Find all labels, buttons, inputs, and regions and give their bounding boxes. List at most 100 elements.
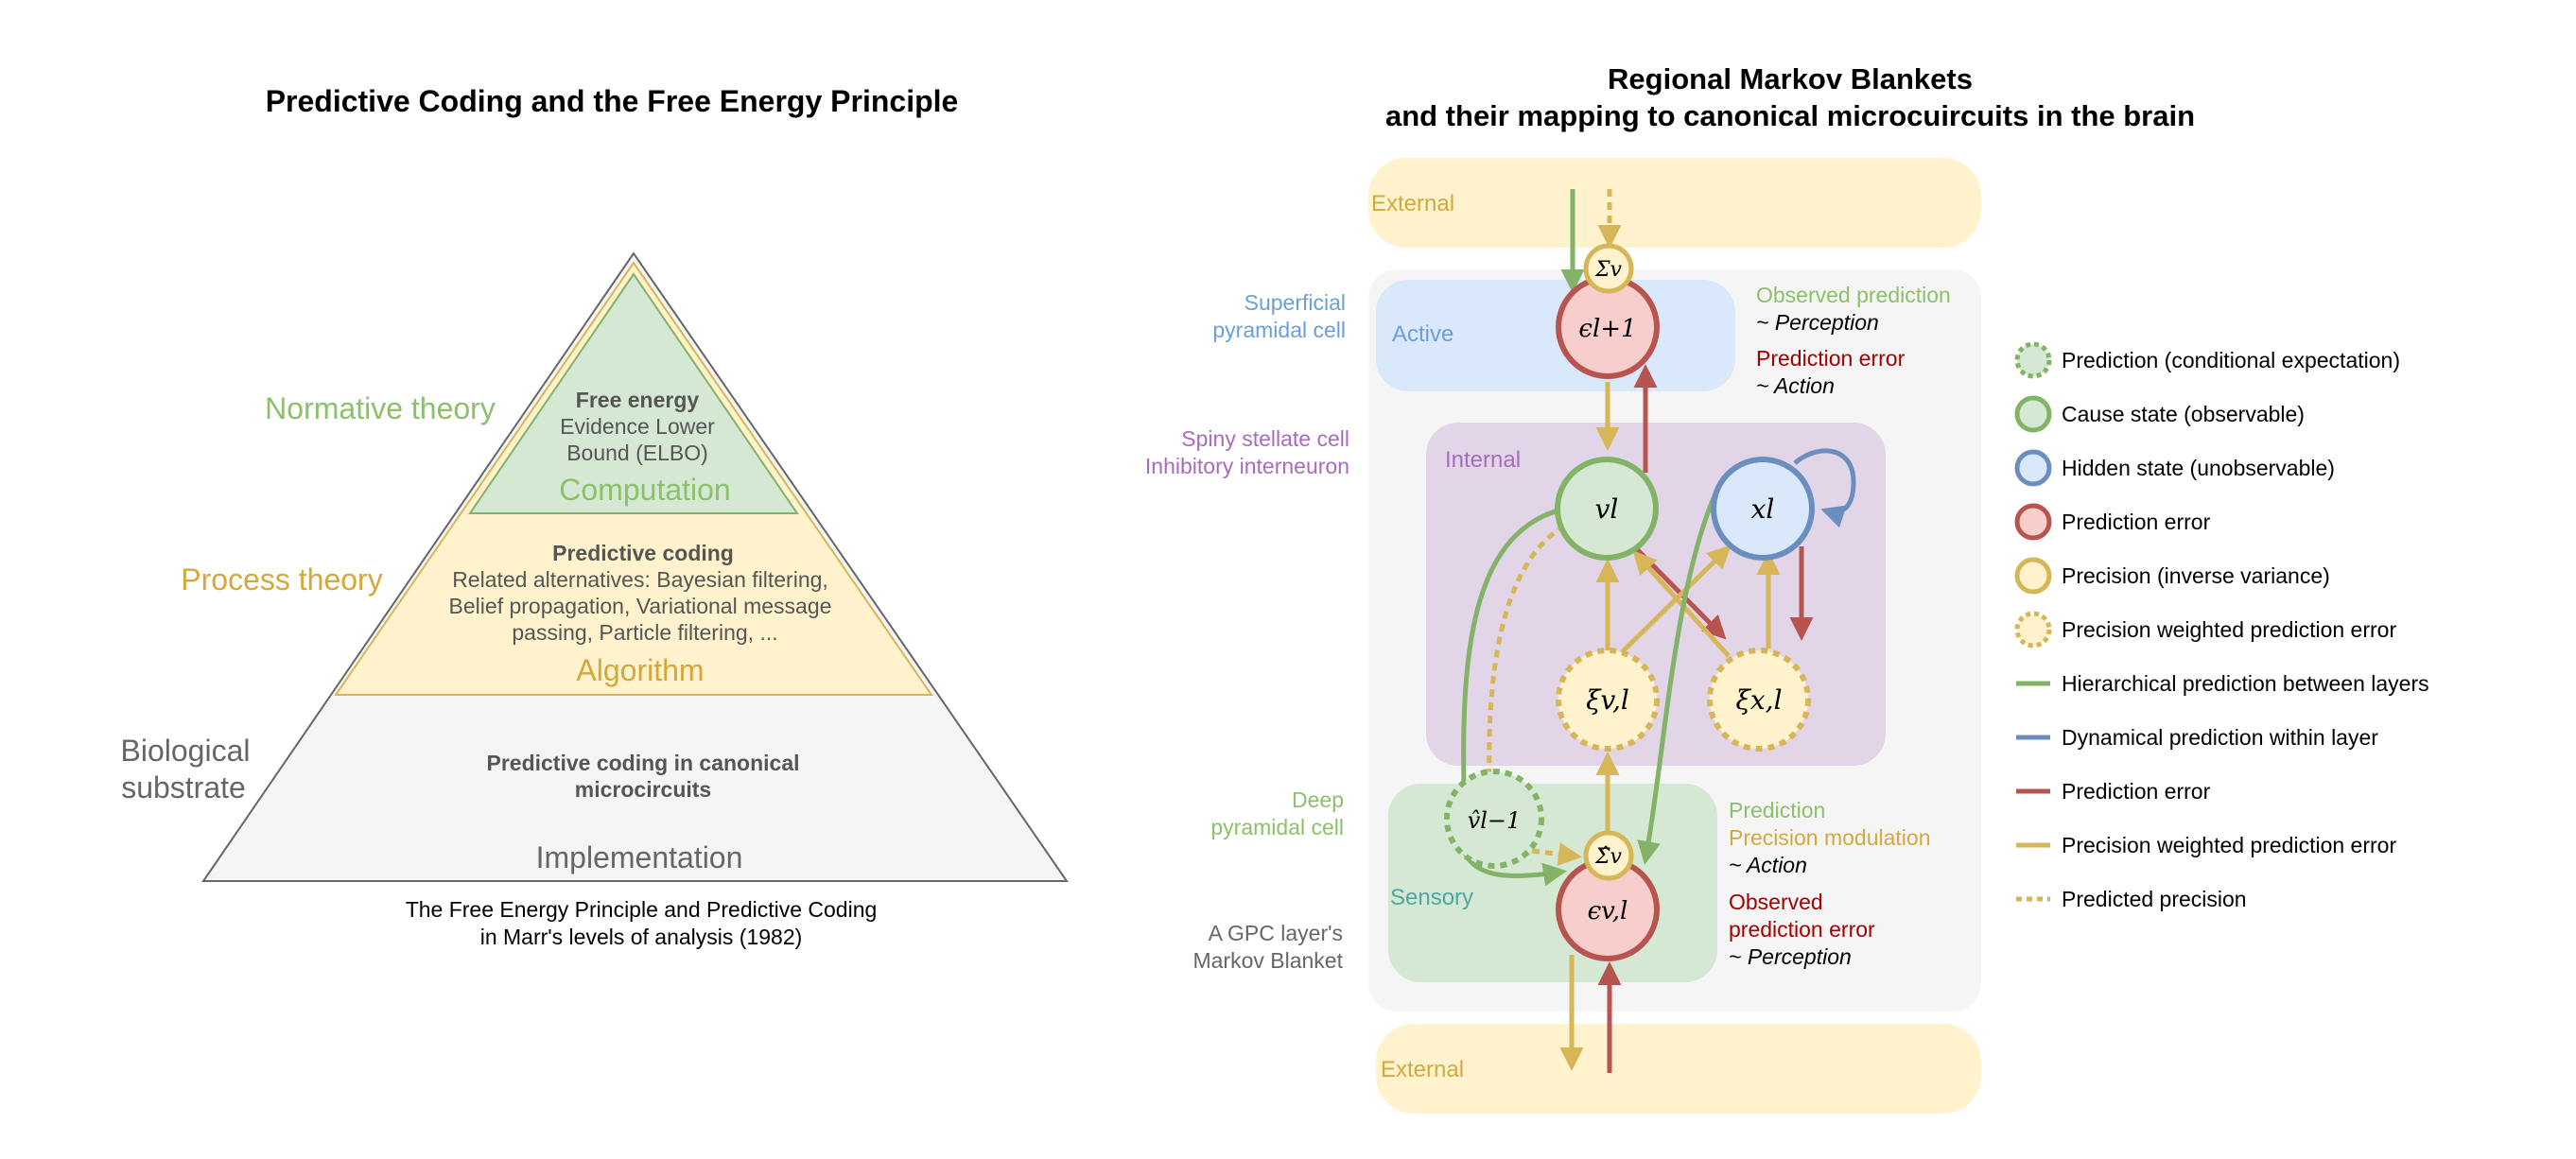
- legend-item: Cause state (observable): [2014, 395, 2305, 433]
- spiny-label-1: Spiny stellate cell: [1181, 426, 1349, 451]
- node-eps-v-label: ϵv,l: [1588, 897, 1628, 925]
- spiny-label-2: Inhibitory interneuron: [1145, 454, 1349, 478]
- prediction-error-label: Prediction error: [1756, 346, 1906, 371]
- node-sigmahat: Σ̂v: [1583, 830, 1634, 881]
- computation-label: Computation: [559, 473, 730, 507]
- substrate-label-line1: Biological: [121, 734, 251, 768]
- legend-label: Prediction (conditional expectation): [2062, 348, 2400, 372]
- node-v-l: vl: [1555, 457, 1659, 561]
- action-label-2: ~ Action: [1729, 853, 1807, 877]
- left-title: Predictive Coding and the Free Energy Pr…: [266, 84, 959, 118]
- pyramid-top-tier: [468, 272, 799, 514]
- legend-circle-marker: [2014, 503, 2052, 541]
- observed-prediction-label: Observed prediction: [1756, 283, 1951, 307]
- precision-modulation-label: Precision modulation: [1729, 825, 1931, 850]
- edge-predicted-precision: [1487, 512, 1590, 786]
- legend-label: Dynamical prediction within layer: [2062, 725, 2378, 750]
- legend-label: Prediction error: [2062, 510, 2211, 534]
- bottom-tier-bold1: Predictive coding in canonical: [486, 751, 799, 775]
- gpc-label-1: A GPC layer's: [1209, 921, 1343, 945]
- action-label: ~ Action: [1756, 373, 1835, 398]
- process-theory-label: Process theory: [181, 562, 382, 597]
- mid-tier-bold: Predictive coding: [552, 541, 734, 565]
- perception-label-2: ~ Perception: [1729, 944, 1852, 969]
- node-x-l-label: xl: [1751, 493, 1775, 525]
- legend-label: Hierarchical prediction between layers: [2062, 671, 2429, 696]
- legend-item: Hidden state (unobservable): [2014, 449, 2335, 487]
- top-tier-bold: Free energy: [576, 388, 700, 412]
- legend-label: Prediction error: [2062, 779, 2211, 804]
- legend-label: Precision (inverse variance): [2062, 563, 2330, 588]
- node-eps-l1: ϵl+1: [1556, 275, 1660, 379]
- node-xi-v-label: ξv,l: [1586, 684, 1629, 716]
- legend-circle-marker: [2014, 611, 2052, 649]
- legend-circle-marker: [2014, 341, 2052, 379]
- external-top-region: [1368, 158, 1981, 248]
- right-title-line1: Regional Markov Blankets: [1608, 62, 1973, 95]
- node-v-l-label: vl: [1595, 493, 1619, 525]
- legend: Prediction (conditional expectation) Caus…: [2014, 341, 2429, 911]
- algorithm-label: Algorithm: [576, 653, 704, 687]
- legend-circle-marker: [2014, 557, 2052, 595]
- top-tier-line2: Bound (ELBO): [566, 441, 708, 465]
- active-label: Active: [1392, 321, 1453, 347]
- mid-tier-line3: passing, Particle filtering, ...: [512, 620, 777, 645]
- substrate-label-line2: substrate: [121, 770, 246, 804]
- top-tier-line1: Evidence Lower: [560, 414, 715, 439]
- legend-circle-marker: [2014, 395, 2052, 433]
- deep-label-2: pyramidal cell: [1210, 815, 1344, 839]
- sensory-label: Sensory: [1390, 885, 1473, 910]
- observed-error-label-2: prediction error: [1729, 917, 1875, 942]
- node-x-l: xl: [1711, 457, 1815, 561]
- legend-item: Prediction (conditional expectation): [2014, 341, 2400, 379]
- superficial-label-1: Superficial: [1244, 290, 1346, 315]
- legend-item: Precision weighted prediction error: [2014, 611, 2396, 649]
- node-vhat: v̂l−1: [1444, 769, 1544, 869]
- left-caption-line2: in Marr's levels of analysis (1982): [480, 925, 803, 949]
- node-xi-v: ξv,l: [1556, 648, 1660, 752]
- implementation-label: Implementation: [536, 840, 743, 874]
- legend-item: Dynamical prediction within layer: [2016, 725, 2378, 750]
- external-bottom-label: External: [1381, 1057, 1464, 1082]
- legend-label: Hidden state (unobservable): [2062, 456, 2335, 480]
- mid-tier-line2: Belief propagation, Variational message: [449, 594, 832, 618]
- edge-v-to-vhat: [1461, 506, 1566, 786]
- external-bottom-region: [1376, 1024, 1981, 1114]
- legend-label: Precision weighted prediction error: [2062, 617, 2396, 642]
- legend-item: Precision (inverse variance): [2014, 557, 2330, 595]
- legend-label: Cause state (observable): [2062, 402, 2305, 426]
- node-eps-l1-label: ϵl+1: [1578, 315, 1636, 343]
- legend-item: Precision weighted prediction error: [2016, 833, 2396, 857]
- marr-pyramid-panel: Predictive Coding and the Free Energy Pr…: [121, 84, 1069, 949]
- internal-label: Internal: [1445, 447, 1521, 473]
- node-sigmahat-label: Σ̂v: [1594, 845, 1623, 869]
- legend-item: Prediction error: [2016, 779, 2211, 804]
- node-vhat-label: v̂l−1: [1468, 807, 1522, 834]
- node-sigma-v: Σv: [1583, 243, 1634, 294]
- edge-x-to-epsv: [1637, 490, 1719, 865]
- right-title-line2: and their mapping to canonical microcuir…: [1385, 99, 2195, 132]
- gpc-label-2: Markov Blanket: [1192, 948, 1343, 973]
- sensory-region: [1388, 784, 1717, 982]
- perception-label: ~ Perception: [1756, 310, 1879, 335]
- deep-label-1: Deep: [1292, 787, 1344, 812]
- bottom-tier-bold2: microcircuits: [575, 777, 711, 802]
- observed-error-label-1: Observed: [1729, 890, 1823, 914]
- node-xi-x: ξx,l: [1707, 648, 1811, 752]
- edge-xiv-to-x: [1620, 545, 1732, 654]
- prediction-label: Prediction: [1729, 798, 1825, 822]
- external-top-label: External: [1371, 191, 1454, 216]
- mid-tier-line1: Related alternatives: Bayesian filtering…: [452, 567, 828, 592]
- node-sigma-v-label: Σv: [1594, 258, 1623, 282]
- legend-label: Predicted precision: [2062, 887, 2247, 911]
- left-caption-line1: The Free Energy Principle and Predictive…: [406, 897, 878, 922]
- legend-item: Prediction error: [2014, 503, 2211, 541]
- markov-blanket-panel: Regional Markov Blankets and their mappi…: [1145, 62, 2429, 1114]
- legend-circle-marker: [2014, 449, 2052, 487]
- normative-theory-label: Normative theory: [265, 391, 496, 425]
- legend-item: Hierarchical prediction between layers: [2016, 671, 2429, 696]
- edge-x-self-loop: [1793, 448, 1856, 528]
- superficial-label-2: pyramidal cell: [1212, 318, 1346, 342]
- node-xi-x-label: ξx,l: [1735, 684, 1782, 716]
